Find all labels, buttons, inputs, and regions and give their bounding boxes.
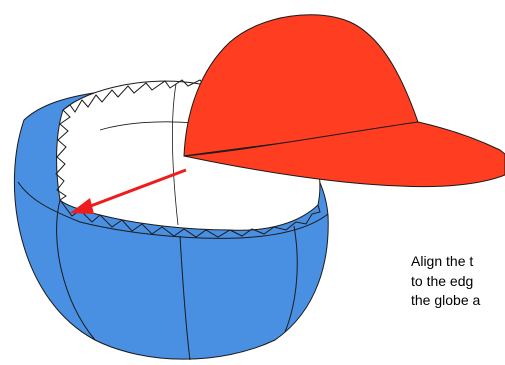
instruction-caption: Align the t to the edg the globe a [411,252,505,332]
cap-hemisphere [184,15,505,187]
caption-line-2: to the edg [411,272,505,292]
caption-line-3: the globe a [411,291,505,311]
caption-line-1: Align the t [411,252,505,272]
